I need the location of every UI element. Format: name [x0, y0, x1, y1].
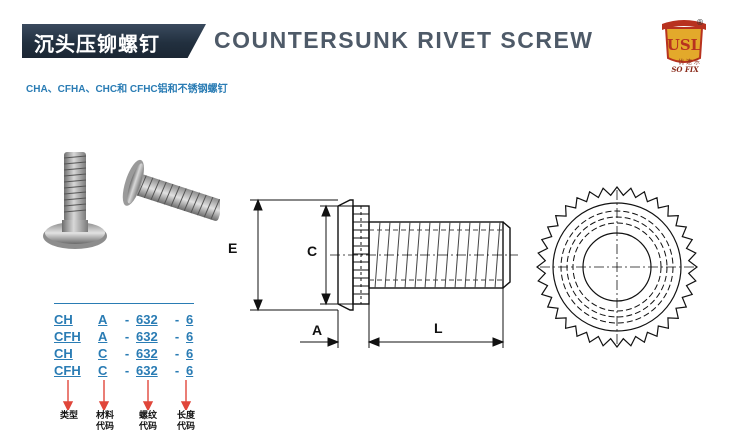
- length-code: 6: [186, 346, 194, 361]
- dimension-c-label: C: [307, 243, 318, 259]
- length-code: 6: [186, 312, 194, 327]
- separator: -: [124, 312, 130, 327]
- length-code: 6: [186, 329, 194, 344]
- thread-code: 632: [136, 329, 158, 344]
- title-banner: [22, 24, 206, 58]
- brand-logo: USL: [662, 20, 706, 63]
- type-code: CH: [54, 346, 73, 361]
- page-title-en: COUNTERSUNK RIVET SCREW: [214, 27, 594, 53]
- separator: -: [174, 346, 180, 361]
- separator: -: [124, 346, 130, 361]
- legend-length: 长度 代码: [176, 411, 195, 432]
- logo-letters: USL: [667, 36, 702, 54]
- product-subtitle: CHA、CFHA、CHC和 CFHC铝和不锈钢螺钉: [26, 84, 228, 95]
- thread-code: 632: [136, 363, 158, 378]
- page-title-cn: 沉头压铆螺钉: [34, 32, 160, 56]
- part-number-rule: [54, 303, 194, 304]
- type-code: CFH: [54, 363, 81, 378]
- thread-code: 632: [136, 346, 158, 361]
- product-photo: [43, 152, 220, 249]
- separator: -: [174, 312, 180, 327]
- type-code: CFH: [54, 329, 81, 344]
- material-code: C: [98, 363, 108, 378]
- serrated-head-outline: [536, 186, 698, 348]
- separator: -: [124, 329, 130, 344]
- separator: -: [174, 329, 180, 344]
- legend-thread: 螺纹 代码: [138, 411, 157, 432]
- separator: -: [174, 363, 180, 378]
- serration-teeth: [536, 186, 698, 348]
- legend-type: 类型: [59, 411, 78, 421]
- thread-code: 632: [136, 312, 158, 327]
- type-code: CH: [54, 312, 73, 327]
- length-code: 6: [186, 363, 194, 378]
- material-code: A: [98, 312, 108, 327]
- dimension-a-label: A: [312, 322, 323, 338]
- code-legend-arrows: [62, 380, 192, 410]
- logo-brand-name: SO FIX: [671, 65, 699, 74]
- registered-mark: ®: [696, 18, 704, 27]
- dimension-e-label: E: [228, 240, 238, 256]
- legend-material: 材料 代码: [95, 411, 114, 432]
- end-view-drawing: [536, 186, 698, 348]
- side-view-drawing: [250, 198, 518, 348]
- material-code: A: [98, 329, 108, 344]
- separator: -: [124, 363, 130, 378]
- material-code: C: [98, 346, 108, 361]
- dimension-l-label: L: [434, 320, 443, 336]
- logo-tagline: 优 速 乐: [678, 59, 700, 66]
